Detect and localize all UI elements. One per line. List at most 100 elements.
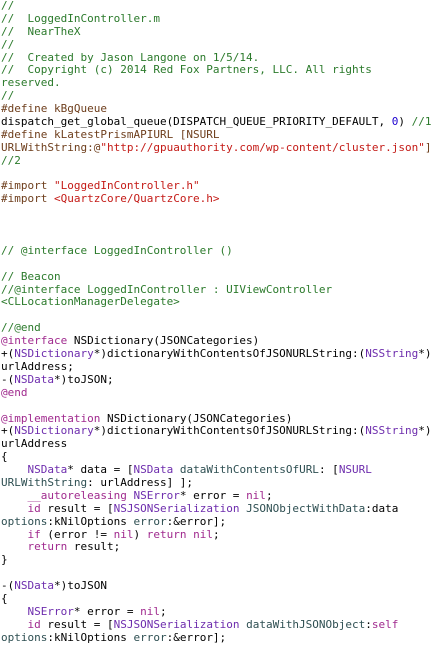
code-token-keyword: id (27, 618, 41, 631)
code-line[interactable]: } (1, 554, 432, 567)
code-line[interactable] (1, 206, 432, 219)
code-token-keyword: @implementation (1, 412, 101, 425)
code-token-keyword: id (27, 502, 41, 515)
code-token-method: options (1, 515, 48, 528)
code-token-plain: :kNilOptions (47, 515, 134, 528)
code-line[interactable]: #import "LoggedInController.h" (1, 180, 432, 193)
code-token-plain (1, 490, 28, 502)
code-line[interactable]: -(NSData*)toJSON (1, 580, 432, 593)
code-token-method: dataWithContentsOfURL (179, 464, 319, 477)
code-line[interactable]: // NearTheX (1, 26, 432, 39)
code-token-preproc: #import (1, 180, 54, 193)
code-line[interactable]: { (1, 593, 432, 606)
code-token-method: dataWithJSONObject (246, 618, 366, 631)
code-token-comment: // Beacon (1, 270, 61, 283)
code-line[interactable] (1, 567, 432, 580)
code-line[interactable] (1, 309, 432, 322)
code-token-plain: *)toJSON (54, 580, 107, 593)
code-token-method: options (1, 631, 48, 644)
code-token-plain: result = [ (40, 618, 114, 631)
code-line[interactable]: id result = [NSJSONSerialization dataWit… (1, 619, 432, 632)
code-token-plain: ; (265, 489, 273, 502)
code-line[interactable] (1, 400, 432, 413)
code-token-method: JSONObjectWithData (246, 502, 366, 515)
code-line[interactable]: reserved. (1, 77, 432, 90)
code-line[interactable]: // (1, 0, 432, 13)
code-line[interactable]: { (1, 451, 432, 464)
code-line[interactable]: #import <QuartzCore/QuartzCore.h> (1, 193, 432, 206)
code-token-plain: NSDictionary(JSONCategories) (67, 335, 260, 348)
code-line[interactable] (1, 219, 432, 232)
code-line[interactable] (1, 232, 432, 245)
code-line[interactable]: NSError* error = nil; (1, 606, 432, 619)
code-token-type: NSDictionary (14, 425, 94, 438)
code-token-preproc: #define kBgQueue (1, 103, 107, 116)
code-line[interactable]: URLWithString:@"http://gpuauthority.com/… (1, 142, 432, 155)
code-token-plain: *)dictionaryWithContentsOfJSONURLString:… (93, 425, 366, 438)
code-line[interactable]: @end (1, 387, 432, 400)
code-line[interactable]: // (1, 39, 432, 52)
code-line[interactable]: options:kNilOptions error:&error]; (1, 516, 432, 529)
code-line[interactable]: // (1, 90, 432, 103)
code-line[interactable] (1, 168, 432, 181)
code-line[interactable]: URLWithString: urlAddress] ]; (1, 477, 432, 490)
code-token-plain: NSDictionary(JSONCategories) (100, 412, 293, 425)
code-token-plain: +( (1, 425, 15, 438)
code-line[interactable]: // Copyright (c) 2014 Red Fox Partners, … (1, 64, 432, 77)
code-line[interactable]: urlAddress; (1, 361, 432, 374)
code-token-plain: *) (418, 348, 432, 361)
code-line[interactable]: if (error != nil) return nil; (1, 529, 432, 542)
code-line[interactable]: NSData* data = [NSData dataWithContentsO… (1, 464, 432, 477)
code-line[interactable]: __autoreleasing NSError* error = nil; (1, 490, 432, 503)
code-token-plain: result; (67, 541, 121, 554)
code-token-method: URLWithString (1, 476, 88, 489)
code-token-keyword: nil (193, 528, 213, 541)
code-token-plain: :&error]; (166, 515, 227, 528)
code-token-comment: // (1, 90, 15, 103)
code-line[interactable]: urlAddress (1, 438, 432, 451)
code-line[interactable]: +(NSDictionary*)dictionaryWithContentsOf… (1, 425, 432, 438)
code-line[interactable]: @interface NSDictionary(JSONCategories) (1, 335, 432, 348)
code-line[interactable]: options:kNilOptions error:&error]; (1, 632, 432, 645)
code-token-plain: * data = [ (67, 464, 134, 477)
code-token-plain: +( (1, 348, 15, 361)
code-line[interactable]: +(NSDictionary*)dictionaryWithContentsOf… (1, 348, 432, 361)
code-token-plain (1, 503, 28, 515)
code-token-plain: ; (212, 528, 220, 541)
code-line[interactable]: dispatch_get_global_queue(DISPATCH_QUEUE… (1, 116, 432, 129)
code-token-type: NSError (27, 605, 74, 618)
code-token-type: NSJSONSerialization (113, 618, 240, 631)
code-token-type: NSData (27, 464, 68, 477)
code-line[interactable]: // LoggedInController.m (1, 13, 432, 26)
code-token-plain: -( (1, 580, 15, 593)
code-token-comment: // @interface LoggedInController () (1, 244, 233, 257)
code-line[interactable]: // Created by Jason Langone on 1/5/14. (1, 52, 432, 65)
code-token-plain (1, 619, 28, 631)
code-token-comment: <CLLocationManagerDelegate> (1, 296, 180, 309)
code-line[interactable]: -(NSData*)toJSON; (1, 374, 432, 387)
code-token-comment: // (1, 0, 15, 12)
code-token-string: <QuartzCore/QuartzCore.h> (53, 193, 220, 206)
code-line[interactable] (1, 258, 432, 271)
code-token-type: NSData (133, 464, 174, 477)
code-token-keyword: __autoreleasing (27, 489, 127, 502)
code-line[interactable]: // Beacon (1, 271, 432, 284)
code-token-plain: : (365, 618, 372, 631)
code-line[interactable]: // @interface LoggedInController () (1, 245, 432, 258)
code-line[interactable]: <CLLocationManagerDelegate> (1, 296, 432, 309)
code-line[interactable]: id result = [NSJSONSerialization JSONObj… (1, 503, 432, 516)
code-token-plain: (error != (40, 528, 114, 541)
code-token-keyword: nil (140, 605, 160, 618)
code-token-type: NSData (14, 580, 54, 593)
code-token-keyword: if (27, 528, 41, 541)
code-line[interactable]: #define kLatestPrismAPIURL [NSURL (1, 129, 432, 142)
code-token-plain: { (1, 592, 8, 605)
code-line[interactable]: return result; (1, 541, 432, 554)
code-line[interactable]: //2 (1, 155, 432, 168)
code-line[interactable]: //@end (1, 322, 432, 335)
code-line[interactable]: @implementation NSDictionary(JSONCategor… (1, 413, 432, 426)
code-token-type: NSString (365, 425, 419, 438)
code-line[interactable]: #define kBgQueue (1, 103, 432, 116)
code-line[interactable]: //@interface LoggedInController : UIView… (1, 284, 432, 297)
